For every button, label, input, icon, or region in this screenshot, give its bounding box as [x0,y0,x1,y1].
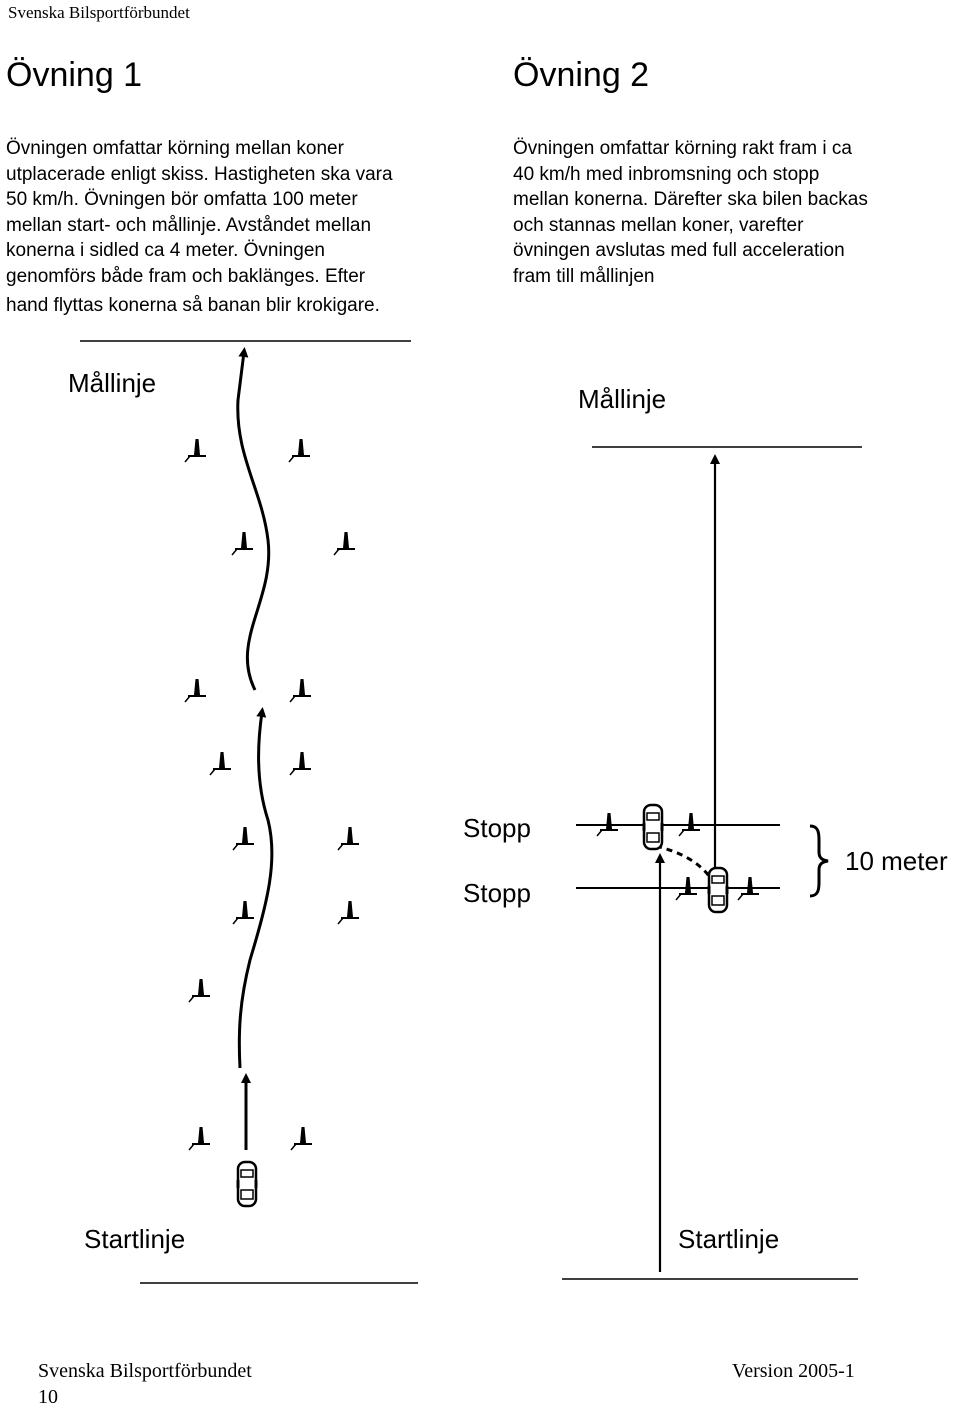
traffic-cone-icon [288,438,311,463]
exercise1-path-upper [236,347,271,691]
traffic-cone-icon [188,1126,211,1151]
traffic-cone-icon [188,978,211,1003]
exercise2-line: 40 km/h med inbromsning och stopp [513,163,820,185]
car-icon [642,803,664,851]
exercise1-line: Övningen omfattar körning mellan koner [6,138,344,159]
exercise2-line: mellan konerna. Därefter ska bilen backa… [513,189,868,210]
traffic-cone-icon [232,900,255,925]
traffic-cone-icon [209,751,232,776]
exercise1-line: 50 km/h. Övningen bör omfatta 100 meter [6,189,358,210]
distance-brace [809,824,829,898]
exercise1-line: konerna i sidled ca 4 meter. Övningen [6,240,325,261]
exercise1-title: Övning 1 [6,56,143,94]
exercise2-line: fram till mållinjen [513,265,655,287]
traffic-cone-icon [290,1126,313,1151]
exercise2-line: Övningen omfattar körning rakt fram i ca [513,138,852,159]
exercise2-stop-label-1: Stopp [463,813,531,843]
exercise1-line: utplacerade enligt skiss. Hastigheten sk… [6,163,393,185]
exercise2-line: och stannas mellan koner, varefter [513,214,804,236]
distance-label: 10 meter [845,846,948,876]
traffic-cone-icon [231,531,254,556]
traffic-cone-icon [289,751,312,776]
exercise1-line: mellan start- och mållinje. Avståndet me… [6,214,372,236]
exercise1-line: hand flyttas konerna så banan blir kroki… [6,295,380,316]
exercise2-description: Övningen omfattar körning rakt fram i ca… [513,136,953,289]
exercise2-diagram [562,446,862,1280]
footer-org: Svenska Bilsportförbundet [38,1360,252,1382]
exercise2-start-label: Startlinje [678,1224,780,1254]
page-header: Svenska Bilsportförbundet [8,3,190,22]
traffic-cone-icon [232,826,255,851]
exercise1-finish-label: Mållinje [68,368,157,398]
traffic-cone-icon [337,900,360,925]
footer-version: Version 2005-1 [732,1360,855,1382]
exercise2-line: övningen avslutas med full acceleration [513,240,845,261]
exercise1-description: Övningen omfattar körning mellan koner u… [6,136,456,319]
car-icon [236,1160,258,1208]
traffic-cone-icon [184,438,207,463]
footer-page-number: 10 [38,1386,58,1408]
exercise1-start-label: Startlinje [84,1224,186,1254]
traffic-cone-icon [184,678,207,703]
exercise1-line: genomförs både fram och baklänges. Efter [6,265,366,287]
exercise2-finish-label: Mållinje [578,384,667,414]
traffic-cone-icon [333,531,356,556]
exercise1-path-middle [237,707,274,1069]
exercise2-reverse-path [655,844,714,881]
traffic-cone-icon [289,678,312,703]
exercise1-diagram [80,340,418,1284]
traffic-cone-icon [337,826,360,851]
car-icon [707,866,729,914]
exercise2-title: Övning 2 [513,56,650,94]
exercise2-stop-label-2: Stopp [463,878,531,908]
